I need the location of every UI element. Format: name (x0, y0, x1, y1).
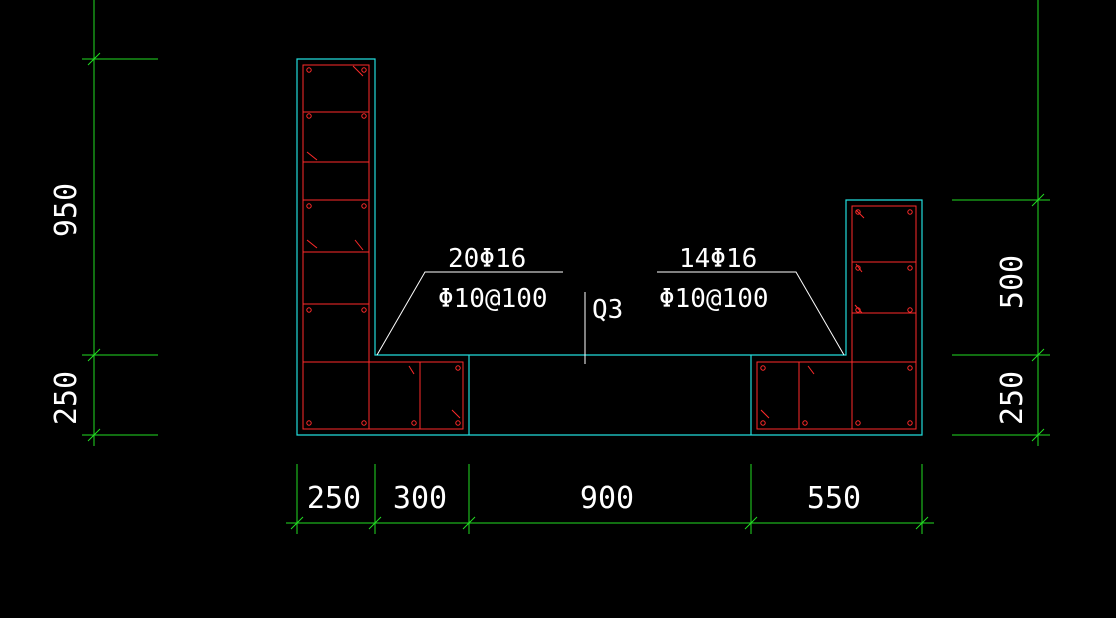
rebar-dot (760, 365, 766, 371)
dim-right-lower: 250 (995, 371, 1030, 425)
right-main-bars-label: 14Φ16 (679, 244, 757, 274)
rebar-dot (907, 209, 913, 215)
dim-bottom-3: 900 (580, 481, 634, 516)
right-tick-mid (1031, 348, 1045, 362)
dim-bottom-2: 300 (393, 481, 447, 516)
hook-mark (451, 409, 461, 419)
dim-right-upper: 500 (995, 255, 1030, 309)
rebar-dot (361, 113, 367, 119)
section-outline-path (296, 58, 923, 436)
rebar-dot (306, 113, 312, 119)
rebar-dot (907, 365, 913, 371)
rebar-dot (855, 420, 861, 426)
hook-mark (807, 365, 815, 375)
annotations: 20Φ16 Φ10@100 14Φ16 Φ10@100 Q3 (376, 244, 845, 364)
rebar-dot (907, 265, 913, 271)
left-stirrups-label: Φ10@100 (438, 284, 548, 314)
rebar-dot (907, 420, 913, 426)
hook-mark (352, 65, 364, 77)
right-tick-bottom (1031, 428, 1045, 442)
rebar-dot (455, 420, 461, 426)
rebar-dot (306, 307, 312, 313)
dim-bottom-1: 250 (307, 481, 361, 516)
hook-mark (855, 263, 863, 273)
bottom-dimension-chain: 250 300 900 550 (286, 464, 934, 534)
section-outline (296, 58, 923, 436)
hook-mark (760, 409, 770, 419)
rebar-dot (361, 420, 367, 426)
rebar-dot (455, 365, 461, 371)
right-leader-line (657, 271, 845, 356)
hook-mark (306, 151, 318, 161)
dim-left-upper: 950 (49, 183, 84, 237)
left-column-rebar (302, 64, 464, 430)
rebar-dot (411, 420, 417, 426)
hook-mark (306, 239, 318, 249)
left-tick-mid (87, 348, 101, 362)
rebar-dot (802, 420, 808, 426)
hook-mark (354, 239, 364, 251)
hook-mark (855, 209, 865, 219)
right-stirrups-label: Φ10@100 (659, 284, 769, 314)
bottom-tick-5 (915, 516, 929, 530)
dim-left-lower: 250 (49, 371, 84, 425)
wall-label: Q3 (592, 295, 623, 325)
rebar-dot (855, 265, 861, 271)
left-tick-bottom (87, 428, 101, 442)
left-corner-cage (302, 361, 464, 430)
hook-mark (854, 304, 863, 314)
left-column-cage (302, 64, 370, 430)
rebar-dot (306, 420, 312, 426)
hook-mark (408, 365, 415, 375)
rebar-dot (361, 203, 367, 209)
rebar-dot (361, 67, 367, 73)
right-column-rebar (756, 205, 917, 430)
rebar-dot (361, 307, 367, 313)
right-column-cage (851, 205, 917, 430)
left-tick-top (87, 52, 101, 66)
bottom-tick-4 (744, 516, 758, 530)
bottom-tick-3 (462, 516, 476, 530)
left-leader-line (376, 271, 563, 356)
bottom-tick-1 (290, 516, 304, 530)
rebar-dot (306, 67, 312, 73)
rebar-dot (855, 209, 861, 215)
dim-bottom-4: 550 (807, 481, 861, 516)
left-main-bars-label: 20Φ16 (448, 244, 526, 274)
bottom-tick-2 (368, 516, 382, 530)
rebar-dot (306, 203, 312, 209)
left-dimension-chain: 950 250 (49, 0, 158, 446)
right-corner-cage (756, 361, 917, 430)
right-dimension-chain: 500 250 (952, 0, 1050, 446)
rebar-dot (760, 420, 766, 426)
rebar-dot (907, 307, 913, 313)
right-tick-top (1031, 193, 1045, 207)
